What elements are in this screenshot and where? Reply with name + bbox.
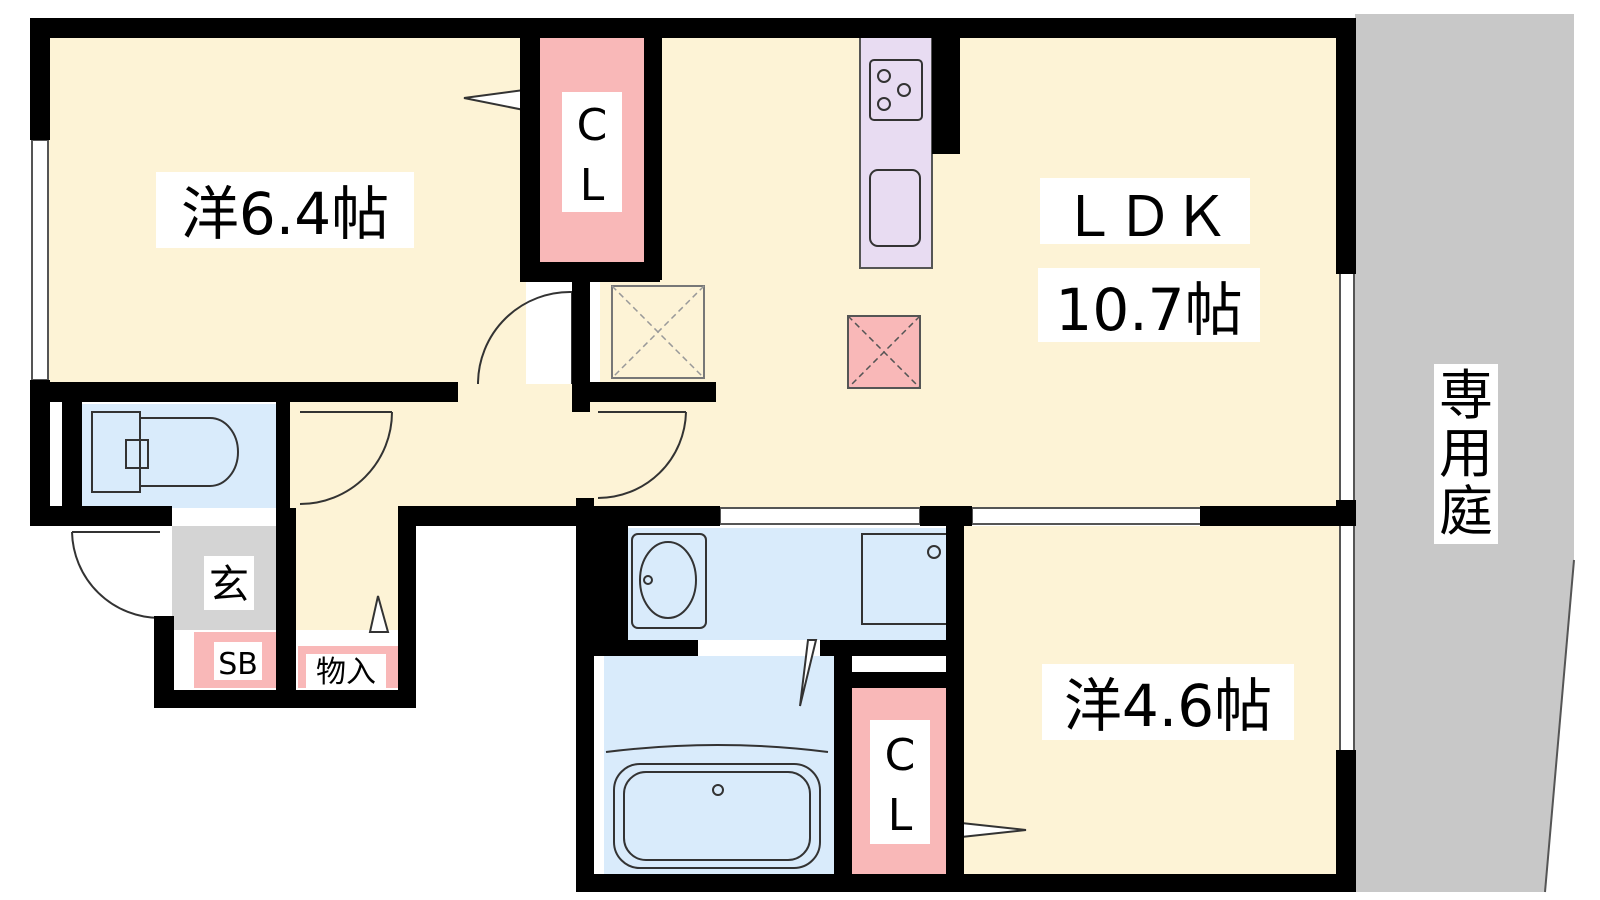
walls bbox=[30, 18, 1356, 892]
closet-2-label-c: C bbox=[885, 730, 916, 781]
storage-hatch-icon bbox=[611, 285, 705, 379]
label-bg bbox=[870, 720, 930, 844]
burner-icon bbox=[877, 97, 891, 111]
shoe-box-label: SB bbox=[218, 647, 258, 682]
label-bg bbox=[214, 642, 262, 680]
western-room-2-label: 洋4.6帖 bbox=[1064, 672, 1272, 740]
label-bg bbox=[156, 172, 414, 248]
private-garden-label: 専用庭 bbox=[1439, 364, 1493, 543]
label-bg bbox=[204, 556, 254, 610]
western-room-1-label: 洋6.4帖 bbox=[181, 180, 389, 248]
washbasin-icon bbox=[631, 533, 707, 629]
window-icon bbox=[31, 139, 1355, 753]
toilet-icon bbox=[91, 411, 239, 493]
sink-icon bbox=[869, 169, 921, 247]
burner-icon bbox=[877, 69, 891, 83]
ldk-label: ＬＤＫ bbox=[1061, 185, 1229, 250]
entrance-label: 玄 bbox=[209, 562, 249, 608]
label-bg bbox=[1434, 364, 1498, 544]
storage-label: 物入 bbox=[316, 655, 376, 690]
label-bg bbox=[1042, 664, 1294, 740]
bathtub-icon bbox=[605, 744, 829, 869]
closet-1-label-c: C bbox=[577, 100, 608, 151]
garden-edge bbox=[1544, 559, 1575, 893]
hallway bbox=[290, 384, 600, 510]
label-bg bbox=[1038, 268, 1260, 342]
label-bg bbox=[1040, 178, 1250, 244]
label-bg bbox=[306, 654, 386, 688]
burner-icon bbox=[897, 83, 911, 97]
bathroom bbox=[604, 656, 834, 878]
hallway-lower bbox=[290, 510, 402, 630]
stove-icon bbox=[869, 59, 923, 121]
closet-2-label-l: L bbox=[888, 790, 913, 841]
closet-1-label-l: L bbox=[580, 160, 605, 211]
door-swing-icon bbox=[71, 88, 1027, 840]
ldk-size-label: 10.7帖 bbox=[1055, 276, 1242, 344]
ceiling-marker-icon bbox=[847, 315, 921, 389]
label-bg bbox=[562, 92, 622, 212]
toilet-room bbox=[80, 404, 288, 508]
